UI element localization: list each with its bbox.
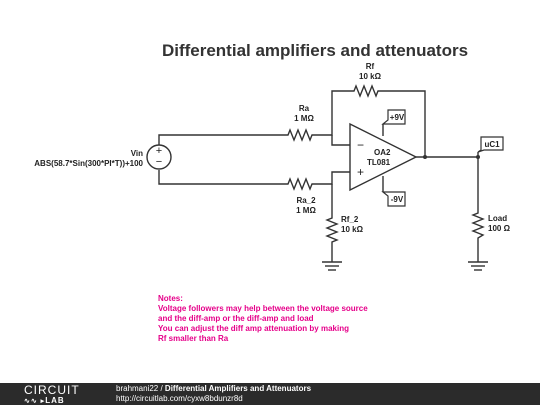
resistor-ra2[interactable] <box>280 177 318 191</box>
ra2-label: Ra_2 <box>296 196 316 205</box>
notes-line: You can adjust the diff amp attenuation … <box>158 324 349 333</box>
rf2-label: Rf_2 <box>341 215 359 224</box>
resistor-rf[interactable] <box>350 84 385 98</box>
footer-attribution: brahmani22 / Differential Amplifiers and… <box>116 384 311 393</box>
resistor-rf2[interactable] <box>325 213 339 244</box>
vin-expression: ABS(58.7*Sin(300*PI*T))+100 <box>34 159 143 168</box>
vplus-flag[interactable] <box>381 109 406 125</box>
wire-vin-top <box>158 134 280 145</box>
ra-label: Ra <box>299 104 310 113</box>
circuitlab-logo[interactable]: CIRCUIT <box>24 383 80 397</box>
notes-line: and the diff-amp or the diff-amp and loa… <box>158 314 314 323</box>
wire-node-to-inv <box>331 135 350 146</box>
vminus-label: -9V <box>391 195 404 204</box>
logo-lab-text: LAB <box>45 396 65 405</box>
vplus-label: +9V <box>390 113 405 122</box>
load-value: 100 Ω <box>488 224 511 233</box>
opamp-noninverting-sign: + <box>357 165 364 179</box>
wire-ra2-to-noninv <box>318 171 350 185</box>
author-link[interactable]: brahmani22 <box>116 384 159 393</box>
resistor-ra[interactable] <box>280 128 318 142</box>
notes-line: Rf smaller than Ra <box>158 334 229 343</box>
ground-icon <box>468 261 488 271</box>
notes-line: Voltage followers may help between the v… <box>158 304 368 313</box>
source-plus-sign: + <box>156 145 162 157</box>
ground-icon <box>322 261 342 271</box>
waveform-icon: ∿∿ ▸ <box>24 398 46 405</box>
wire-vin-bottom <box>158 170 280 185</box>
circuitlab-logo-sub: ∿∿ ▸ LAB <box>24 396 65 405</box>
wires <box>158 90 479 262</box>
probe-uc1[interactable] <box>477 136 504 153</box>
wire-rf-to-out <box>385 90 426 157</box>
rf-value: 10 kΩ <box>359 72 382 81</box>
footer-bar <box>0 383 540 405</box>
opamp-inverting-sign: − <box>357 138 364 152</box>
junction-dot <box>423 155 427 159</box>
load-label: Load <box>488 214 507 223</box>
opamp-oa2[interactable] <box>349 122 418 192</box>
circuit-url[interactable]: http://circuitlab.com/cyxw8bdunzr8d <box>116 394 243 403</box>
resistor-load[interactable] <box>471 208 485 244</box>
diagram-title: Differential amplifiers and attenuators <box>162 41 468 60</box>
vin-label: Vin <box>131 149 143 158</box>
opamp-part: TL081 <box>367 158 391 167</box>
source-minus-sign: − <box>156 156 162 168</box>
vin-source[interactable]: + − <box>146 144 172 170</box>
rf-label: Rf <box>366 62 375 71</box>
circuit-title: Differential Amplifiers and Attenuators <box>164 384 312 393</box>
junction-dot <box>476 155 480 159</box>
wire-ra-to-node <box>318 90 350 136</box>
rf2-value: 10 kΩ <box>341 225 364 234</box>
opamp-name: OA2 <box>374 148 391 157</box>
probe-label: uC1 <box>484 140 500 149</box>
notes-line: Notes: <box>158 294 183 303</box>
ra-value: 1 MΩ <box>294 114 314 123</box>
notes-block: Notes: Voltage followers may help betwee… <box>158 294 368 343</box>
separator: / <box>158 384 165 393</box>
wire-out-to-load <box>416 156 479 208</box>
vminus-flag[interactable] <box>381 191 406 207</box>
ra2-value: 1 MΩ <box>296 206 316 215</box>
